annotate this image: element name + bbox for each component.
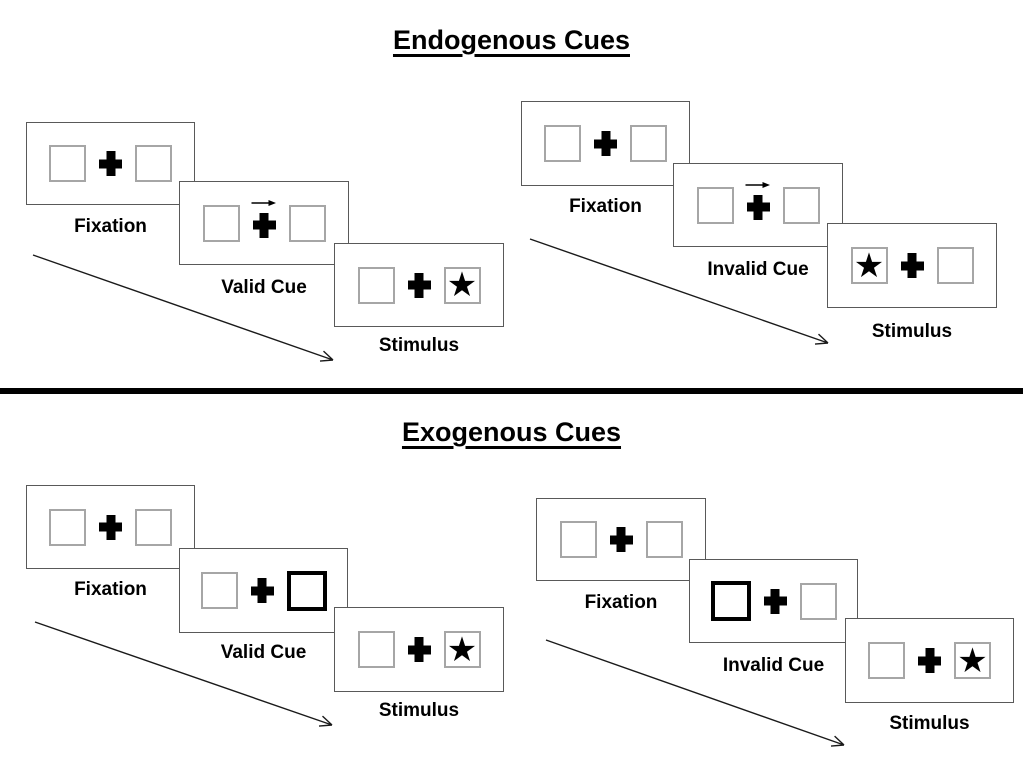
- panel-exogenous-valid-stimulus: ★: [334, 607, 504, 692]
- exogenous-cue-box-right: [286, 570, 327, 611]
- placeholder-box-right: [782, 186, 820, 224]
- cue-cross-group: [251, 199, 276, 238]
- placeholder-box-left: [559, 521, 597, 558]
- placeholder-box-right: [799, 582, 837, 620]
- cue-arrow-right-icon: [745, 181, 770, 188]
- placeholder-box-right: [135, 508, 172, 546]
- panel-exogenous-valid-fixation: [26, 485, 195, 569]
- step-label: Stimulus: [378, 700, 460, 721]
- fixation-cross-icon: [594, 131, 617, 156]
- placeholder-box-left: [868, 642, 905, 679]
- timeline-arrow: [529, 238, 829, 345]
- placeholder-box-left: [49, 145, 86, 182]
- fixation-cross-icon: [763, 588, 787, 614]
- panel-endogenous-valid-stimulus: ★: [334, 243, 504, 327]
- section-title-exogenous: Exogenous Cues: [0, 417, 1023, 448]
- placeholder-box-right: [135, 145, 172, 182]
- step-label: Valid Cue: [220, 642, 307, 663]
- panel-endogenous-invalid-stimulus: ★: [827, 223, 997, 308]
- stimulus-box-right: ★: [443, 265, 481, 305]
- fixation-cross-icon: [918, 648, 941, 673]
- placeholder-box-left: [357, 631, 395, 668]
- placeholder-box-left: [200, 572, 238, 609]
- star-stimulus-icon: ★: [446, 265, 478, 305]
- section-title-text: Endogenous Cues: [392, 25, 630, 55]
- fixation-cross-icon: [99, 151, 122, 176]
- fixation-cross-icon: [900, 253, 924, 278]
- fixation-cross-icon: [407, 637, 431, 662]
- fixation-cross-icon: [609, 527, 633, 552]
- placeholder-box-left: [544, 125, 581, 162]
- placeholder-box-right: [630, 125, 667, 162]
- placeholder-box-left: [49, 508, 86, 546]
- panel-endogenous-valid-cue: [179, 181, 349, 265]
- step-label: Invalid Cue: [722, 655, 825, 676]
- fixation-cross-icon: [252, 212, 276, 238]
- step-label: Fixation: [584, 592, 658, 613]
- stimulus-box-left: ★: [850, 245, 888, 286]
- timeline-arrow: [545, 639, 845, 747]
- timeline-arrow: [32, 254, 334, 362]
- timeline-arrow: [34, 621, 333, 727]
- step-label: Invalid Cue: [707, 259, 809, 280]
- step-label: Stimulus: [378, 335, 460, 356]
- placeholder-box-right: [645, 521, 683, 558]
- section-title-endogenous: Endogenous Cues: [0, 25, 1023, 56]
- placeholder-box-left: [696, 186, 734, 224]
- section-divider: [0, 388, 1023, 394]
- star-stimulus-icon: ★: [853, 245, 885, 286]
- fixation-cross-icon: [250, 578, 274, 603]
- placeholder-box-left: [202, 204, 240, 242]
- placeholder-box-right: [288, 204, 326, 242]
- step-label: Fixation: [74, 216, 147, 237]
- placeholder-box-right: [936, 247, 974, 284]
- panel-endogenous-invalid-cue: [673, 163, 843, 247]
- panel-exogenous-invalid-stimulus: ★: [845, 618, 1014, 703]
- star-stimulus-icon: ★: [446, 629, 478, 670]
- cue-arrow-right-icon: [251, 199, 276, 206]
- panel-exogenous-valid-cue: [179, 548, 348, 633]
- fixation-cross-icon: [746, 194, 770, 220]
- exogenous-cue-box-left: [710, 581, 751, 621]
- panel-endogenous-valid-fixation: [26, 122, 195, 205]
- step-label: Stimulus: [889, 713, 970, 734]
- stimulus-box-right: ★: [954, 642, 991, 679]
- step-label: Fixation: [569, 196, 642, 217]
- step-label: Valid Cue: [221, 277, 307, 298]
- section-title-text: Exogenous Cues: [401, 417, 622, 447]
- panel-endogenous-invalid-fixation: [521, 101, 690, 186]
- star-stimulus-icon: ★: [957, 640, 988, 681]
- panel-exogenous-invalid-cue: [689, 559, 858, 643]
- fixation-cross-icon: [99, 514, 122, 540]
- panel-exogenous-invalid-fixation: [536, 498, 706, 581]
- fixation-cross-icon: [407, 272, 431, 298]
- step-label: Stimulus: [871, 321, 953, 342]
- step-label: Fixation: [74, 579, 147, 600]
- placeholder-box-left: [357, 266, 395, 304]
- stimulus-box-right: ★: [443, 629, 481, 670]
- cue-cross-group: [745, 181, 770, 220]
